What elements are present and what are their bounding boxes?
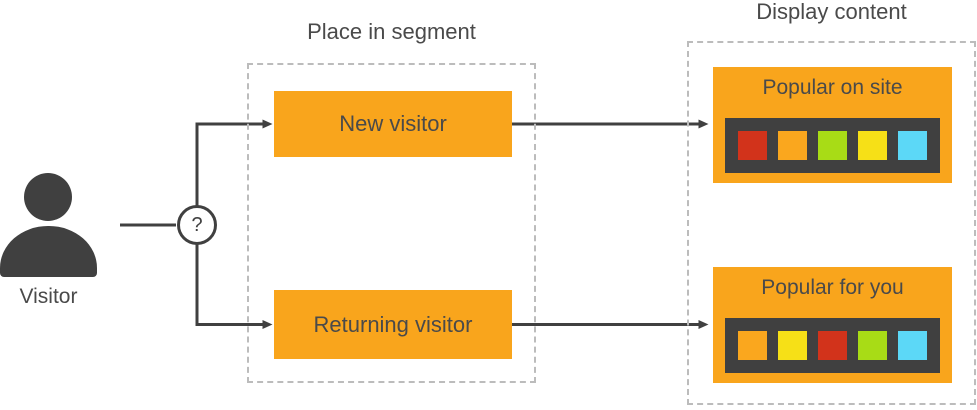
content-square [738,131,767,160]
popular-for-you-label: Popular for you [761,276,904,299]
question-mark-icon: ? [191,213,203,236]
content-square [778,331,807,360]
content-square [818,331,847,360]
returning-visitor-box: Returning visitor [274,290,512,359]
returning-visitor-label: Returning visitor [313,311,473,337]
decision-question-node: ? [177,205,217,245]
line-decision-to-new-visitor [195,119,273,208]
content-square [818,131,847,160]
segment-group-box [247,63,536,383]
new-visitor-label: New visitor [339,111,447,136]
content-square [858,331,887,360]
line-decision-to-returning-visitor [195,242,273,329]
content-square [778,131,807,160]
visitor-label: Visitor [19,285,78,308]
content-square [898,331,927,360]
content-square [898,131,927,160]
display-group-title: Display content [756,0,907,24]
popular-on-site-label: Popular on site [762,76,903,99]
popular-on-site-card: Popular on site [713,67,952,183]
content-square [858,131,887,160]
segment-group-title: Place in segment [307,19,476,44]
popular-for-you-card: Popular for you [713,267,952,383]
content-strip [725,318,940,373]
content-square [738,331,767,360]
new-visitor-box: New visitor [274,91,512,157]
display-group-box [687,41,976,405]
visitor-person-icon [24,173,72,221]
content-strip [725,118,940,173]
